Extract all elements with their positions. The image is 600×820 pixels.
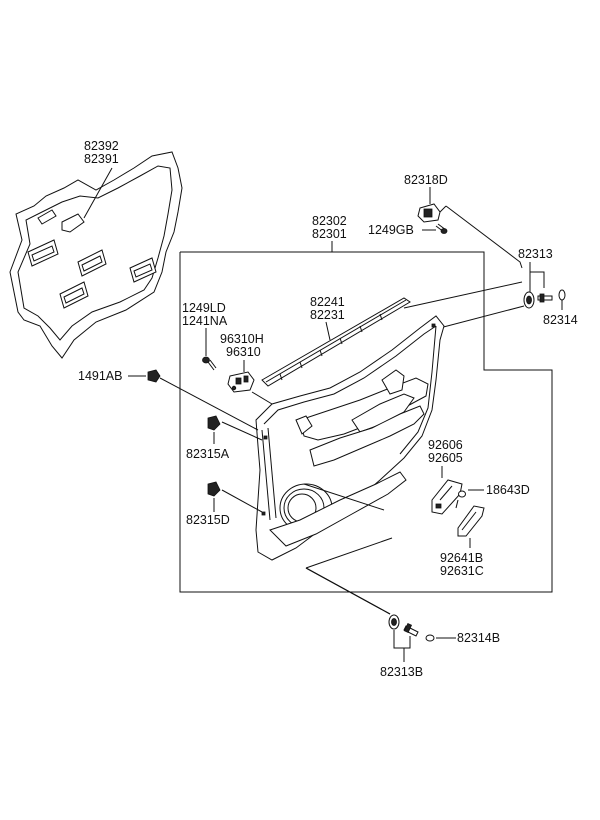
label-82301: 82301 (312, 227, 347, 241)
label-18643D: 18643D (486, 483, 530, 497)
label-82391: 82391 (84, 152, 119, 166)
label-82314: 82314 (543, 313, 578, 327)
label-82314B: 82314B (457, 631, 500, 645)
label-82315D: 82315D (186, 513, 230, 527)
washer-82314 (558, 289, 566, 301)
door-sheet-part (9, 151, 183, 359)
grommet-82313 (523, 291, 535, 309)
bulb-18643D (455, 490, 466, 509)
label-1249LD: 1249LD (182, 301, 226, 315)
label-82241: 82241 (310, 295, 345, 309)
grommet-82313B (388, 614, 400, 630)
switch-96310 (227, 371, 255, 393)
label-82231: 82231 (310, 308, 345, 322)
sheet-cutouts (27, 209, 157, 309)
label-82318D: 82318D (404, 173, 448, 187)
label-96310: 96310 (226, 345, 261, 359)
label-82315A: 82315A (186, 447, 230, 461)
label-92606: 92606 (428, 438, 463, 452)
lamp-92605 (431, 479, 463, 515)
label-1241NA: 1241NA (182, 314, 228, 328)
label-96310H: 96310H (220, 332, 264, 346)
clip-1491AB (147, 369, 161, 383)
lens-92641B (457, 505, 485, 537)
assembly-frame (179, 251, 553, 593)
screw-82313B (403, 622, 419, 637)
label-92641B: 92641B (440, 551, 483, 565)
label-92631C: 92631C (440, 564, 484, 578)
label-82313B: 82313B (380, 665, 423, 679)
label-92605: 92605 (428, 451, 463, 465)
screw-1249LD (202, 356, 217, 371)
label-82302: 82302 (312, 214, 347, 228)
washer-82314B (425, 634, 435, 642)
clip-82318D (417, 203, 447, 223)
label-82392: 82392 (84, 139, 119, 153)
label-1491AB: 1491AB (78, 369, 122, 383)
screw-82313 (537, 293, 553, 303)
screw-1249GB (435, 223, 448, 234)
clip-82315D (207, 481, 221, 497)
clip-82315A (207, 415, 221, 431)
label-1249GB: 1249GB (368, 223, 414, 237)
door-trim-panel (255, 315, 445, 561)
weatherstrip-82241 (261, 297, 411, 387)
label-82313: 82313 (518, 247, 553, 261)
